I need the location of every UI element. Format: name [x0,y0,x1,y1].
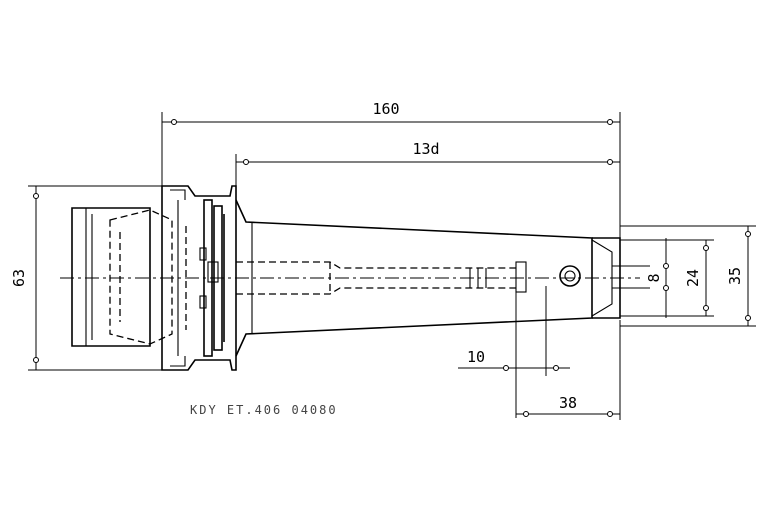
dimension-label-10: 10 [467,348,485,366]
dimension-tip-diameter: 35 [620,225,756,327]
dimension-label-160: 160 [372,100,399,118]
dimension-label-13d: 13d [412,140,439,158]
dimension-tip-length: 38 [516,320,621,420]
dimension-inner-diameter: 24 [620,239,714,317]
dimension-flange-diameter: 63 [10,185,162,371]
dimension-label-35: 35 [726,267,744,285]
dimension-small-bore: 8 [645,238,669,318]
dimension-shank-length: 13d [235,140,621,186]
dimension-label-24: 24 [684,269,702,287]
part-code: KDY ET.406 04080 [190,403,338,417]
dimension-slot-width: 10 [458,286,570,418]
dimension-label-63: 63 [10,269,28,287]
dimension-label-8: 8 [645,273,663,282]
dimension-label-38: 38 [559,394,577,412]
dimension-overall-length: 160 [161,100,621,238]
tool-holder-body [60,185,650,371]
